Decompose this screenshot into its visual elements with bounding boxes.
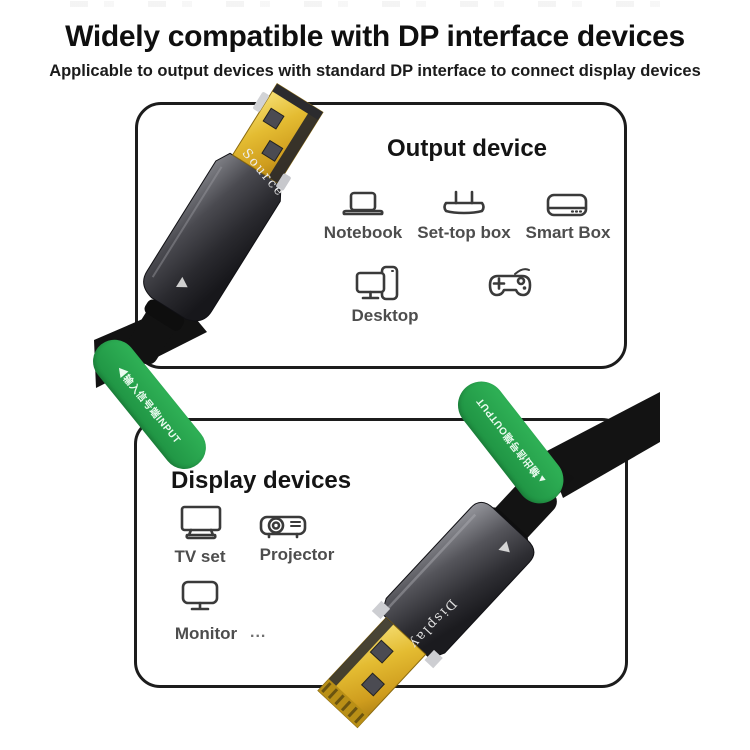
desktop-icon	[355, 265, 401, 312]
monitor-icon	[181, 580, 219, 619]
monitor-label: Monitor	[174, 624, 238, 643]
page-title: Widely compatible with DP interface devi…	[65, 20, 685, 53]
notebook-label: Notebook	[323, 223, 403, 242]
notebook-icon	[340, 190, 386, 225]
output-box-title: Output device	[387, 135, 548, 162]
gamepad-icon	[487, 265, 533, 306]
set-top-box-label: Set-top box	[417, 223, 511, 242]
projector-icon	[259, 511, 307, 548]
tv-icon	[178, 505, 224, 548]
projector-label: Projector	[259, 545, 335, 564]
display-box-title: Display devices	[171, 467, 352, 494]
desktop-label: Desktop	[351, 306, 419, 325]
tv-label: TV set	[174, 547, 226, 566]
smart-box-label: Smart Box	[525, 223, 611, 242]
page-subtitle: Applicable to output devices with standa…	[49, 62, 701, 80]
input-tag-text: ◀输入信号端INPUT	[113, 365, 183, 447]
set-top-box-icon	[441, 189, 487, 225]
more-devices-ellipsis: ...	[250, 624, 267, 641]
smart-box-icon	[545, 192, 589, 225]
cropped-text-remnants	[70, 1, 680, 7]
